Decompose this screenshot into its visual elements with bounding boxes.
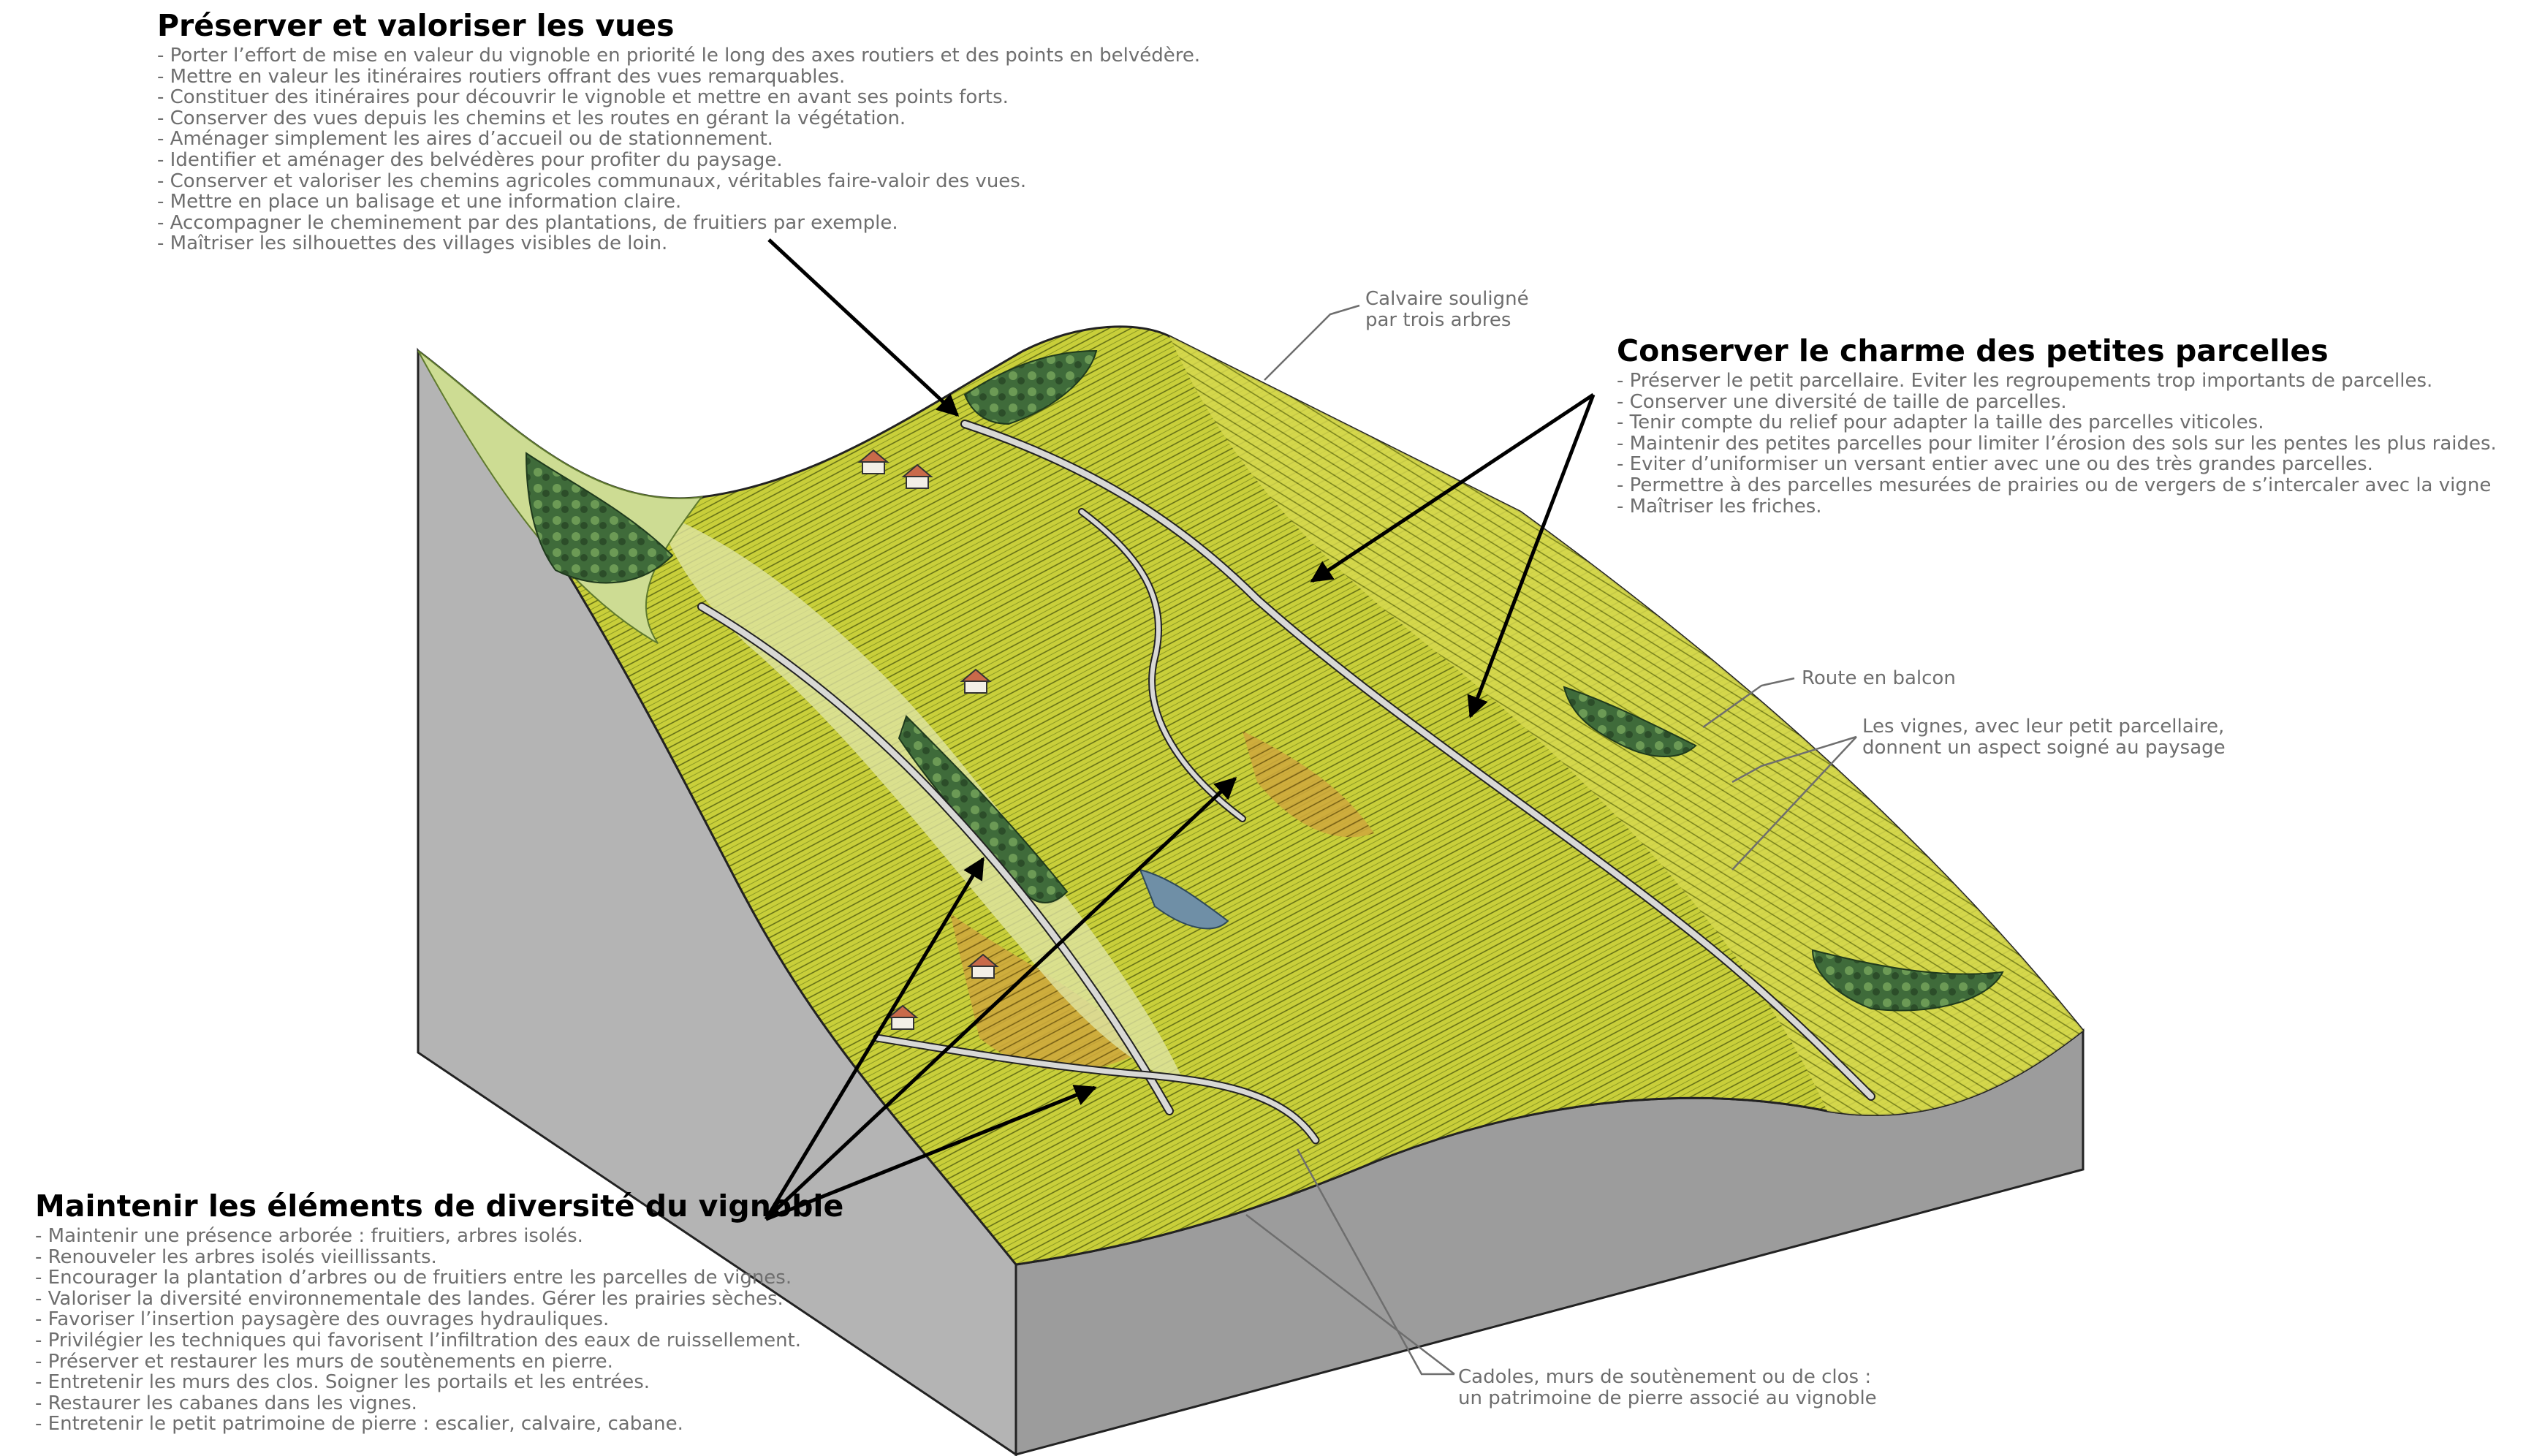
list-item: Maîtriser les friches. xyxy=(1617,496,2497,517)
list-item: Préserver et restaurer les murs de soutè… xyxy=(35,1351,843,1373)
label-vignes: Les vignes, avec leur petit parcellaire,… xyxy=(1862,716,2226,759)
arrow-diversite-1 xyxy=(764,857,985,1221)
list-item: Conserver des vues depuis les chemins et… xyxy=(157,108,1200,129)
list-item: Encourager la plantation d’arbres ou de … xyxy=(35,1267,843,1289)
list-item: Tenir compte du relief pour adapter la t… xyxy=(1617,412,2497,433)
section-title-diversite: Maintenir les éléments de diversité du v… xyxy=(35,1188,844,1224)
right-forest-top xyxy=(1563,686,1697,757)
right-forest-bottom xyxy=(1811,949,2004,1012)
list-item: Constituer des itinéraires pour découvri… xyxy=(157,87,1200,108)
list-item: Maintenir des petites parcelles pour lim… xyxy=(1617,433,2497,455)
left-forest xyxy=(525,452,674,584)
list-item: Identifier et aménager des belvédères po… xyxy=(157,150,1200,171)
section-title-vues: Préserver et valoriser les vues xyxy=(157,8,675,43)
leader-route xyxy=(1702,677,1795,729)
pond xyxy=(1139,868,1229,930)
label-line: un patrimoine de pierre associé au vigno… xyxy=(1458,1387,1877,1409)
house-roof xyxy=(967,953,999,967)
section-diversite-vignoble: Maintenir les éléments de diversité du v… xyxy=(35,1188,843,1435)
house-roof xyxy=(960,668,992,682)
surface-ochre-patch-2 xyxy=(1243,731,1374,838)
leader-lines xyxy=(1245,304,1857,1376)
label-line: Calvaire souligné xyxy=(1365,288,1529,310)
arrow-diversite-2 xyxy=(765,776,1237,1221)
leader-vignes-1 xyxy=(1731,735,1857,784)
village-houses xyxy=(857,449,999,1030)
list-item: Renouveler les arbres isolés vieillissan… xyxy=(35,1246,843,1268)
list-item: Maîtriser les silhouettes des villages v… xyxy=(157,233,1200,254)
list-item: Accompagner le cheminement par des plant… xyxy=(157,213,1200,234)
label-line: Les vignes, avec leur petit parcellaire, xyxy=(1862,716,2225,738)
arrow-diversite-3 xyxy=(765,1085,1097,1221)
list-item: Favoriser l’insertion paysagère des ouvr… xyxy=(35,1309,843,1330)
list-item: Entretenir les murs des clos. Soigner le… xyxy=(35,1372,843,1393)
list-item: Maintenir une présence arborée : fruitie… xyxy=(35,1226,843,1247)
label-line: Route en balcon xyxy=(1802,667,1956,689)
leader-vignes-2 xyxy=(1731,736,1857,871)
surface-ochre-patch xyxy=(950,914,1140,1071)
label-calvaire: Calvaire souligné par trois arbres xyxy=(1365,289,1529,331)
list-item: Mettre en valeur les itinéraires routier… xyxy=(157,66,1200,88)
leader-calvaire xyxy=(1264,304,1360,381)
list-item: Restaurer les cabanes dans les vignes. xyxy=(35,1393,843,1414)
roads xyxy=(697,420,1875,1145)
label-cadoles: Cadoles, murs de soutènement ou de clos … xyxy=(1458,1367,1877,1409)
label-line: donnent un aspect soigné au paysage xyxy=(1862,737,2226,759)
arrow-charme-1 xyxy=(1310,393,1595,583)
section-list-diversite: Maintenir une présence arborée : fruitie… xyxy=(35,1226,843,1435)
house-roof xyxy=(887,1004,919,1018)
calvaire-trees xyxy=(963,349,1098,425)
list-item: Entretenir le petit patrimoine de pierre… xyxy=(35,1414,843,1435)
arrow-charme-2 xyxy=(1467,394,1596,718)
leader-cadoles-2 xyxy=(1296,1148,1454,1376)
section-title-charme: Conserver le charme des petites parcelle… xyxy=(1617,333,2329,368)
list-item: Préserver le petit parcellaire. Eviter l… xyxy=(1617,371,2497,392)
section-charme-parcelles: Conserver le charme des petites parcelle… xyxy=(1617,333,2497,517)
list-item: Mettre en place un balisage et une infor… xyxy=(157,192,1200,213)
list-item: Aménager simplement les aires d’accueil … xyxy=(157,129,1200,150)
main-arrows xyxy=(764,238,1596,1221)
vineyard-surface xyxy=(417,325,2085,1266)
arrow-vues xyxy=(767,238,960,417)
list-item: Valoriser la diversité environnementale … xyxy=(35,1289,843,1310)
list-item: Conserver et valoriser les chemins agric… xyxy=(157,170,1200,192)
leader-cadoles-1 xyxy=(1245,1214,1455,1375)
list-item: Conserver une diversité de taille de par… xyxy=(1617,391,2497,413)
house-roof xyxy=(857,449,889,463)
list-item: Porter l’effort de mise en valeur du vig… xyxy=(157,45,1200,67)
house-roof xyxy=(901,463,933,477)
label-route-balcon: Route en balcon xyxy=(1802,668,1956,689)
section-list-vues: Porter l’effort de mise en valeur du vig… xyxy=(157,45,1200,254)
section-list-charme: Préserver le petit parcellaire. Eviter l… xyxy=(1617,371,2497,517)
list-item: Privilégier les techniques qui favorisen… xyxy=(35,1330,843,1351)
section-preserver-vues: Préserver et valoriser les vues Porter l… xyxy=(157,7,1200,254)
label-line: par trois arbres xyxy=(1365,309,1511,331)
list-item: Permettre à des parcelles mesurées de pr… xyxy=(1617,475,2497,496)
list-item: Eviter d’uniformiser un versant entier a… xyxy=(1617,454,2497,475)
valley-forest-strip xyxy=(898,715,1069,903)
label-line: Cadoles, murs de soutènement ou de clos … xyxy=(1458,1366,1872,1388)
